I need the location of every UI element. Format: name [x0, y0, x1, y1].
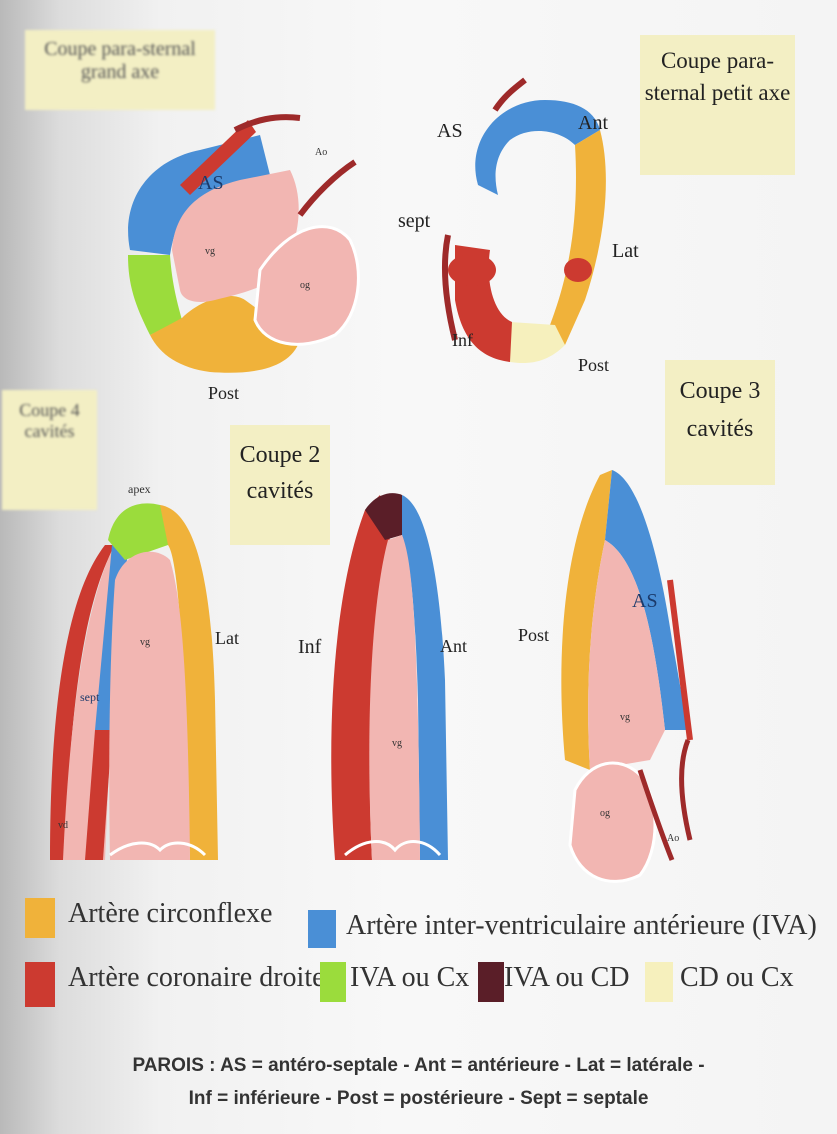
- legend-swatch-iva: [308, 910, 336, 948]
- psa-papillary-right: [564, 258, 592, 282]
- legend-swatch-circonflexe: [25, 898, 55, 938]
- legend-label-iva-cd: IVA ou CD: [504, 962, 630, 994]
- footer-line-2: Inf = inférieure - Post = postérieure - …: [0, 1088, 837, 1110]
- psa-label-post: Post: [578, 355, 609, 376]
- title-three-chamber-text: Coupe 3 cavités: [680, 378, 761, 442]
- fc-label-sept: sept: [80, 690, 99, 705]
- pla-coronary-vessel: [235, 117, 300, 130]
- tc-label-inf: Inf: [298, 636, 321, 659]
- title-parasternal-short: Coupe para-sternal petit axe: [640, 35, 795, 175]
- pla-label-og: og: [300, 280, 310, 291]
- psa-ring-cx: [550, 130, 606, 345]
- title-three-chamber: Coupe 3 cavités: [665, 360, 775, 485]
- pla-label-vg: vg: [205, 246, 215, 257]
- title-parasternal-short-text: Coupe para-sternal petit axe: [645, 48, 791, 105]
- legend-swatch-coronaire-droite: [25, 962, 55, 1007]
- title-parasternal-long-text: Coupe para-sternal grand axe: [44, 38, 196, 83]
- psa-label-as: AS: [437, 120, 463, 143]
- four-chamber-view: [50, 503, 218, 860]
- fc-lv-cavity: [109, 552, 190, 860]
- tc3-vessel-ao-2: [682, 740, 691, 840]
- legend-label-circonflexe: Artère circonflexe: [68, 898, 272, 930]
- tc-label-vg: vg: [392, 738, 402, 749]
- psa-label-lat: Lat: [612, 240, 639, 263]
- tc3-label-vg: vg: [620, 712, 630, 723]
- psa-label-ant: Ant: [578, 112, 608, 135]
- legend-swatch-iva-cd: [478, 962, 504, 1002]
- legend-label-cd-cx: CD ou Cx: [680, 962, 794, 994]
- psa-label-inf: Inf: [452, 330, 473, 351]
- legend-label-coronaire-droite: Artère coronaire droite: [68, 962, 325, 994]
- legend-swatch-iva-cx: [320, 962, 346, 1002]
- tc3-label-as: AS: [632, 590, 658, 613]
- fc-label-vg: vg: [140, 637, 150, 648]
- legend-label-iva: Artère inter-ventriculaire antérieure (I…: [346, 910, 817, 942]
- fc-label-lat: Lat: [215, 628, 239, 649]
- title-parasternal-long: Coupe para-sternal grand axe: [25, 30, 215, 110]
- pla-label-post: Post: [208, 383, 239, 404]
- legend-label-iva-cx: IVA ou Cx: [350, 962, 469, 994]
- fc-label-apex: apex: [128, 482, 151, 497]
- psa-papillary-left: [448, 254, 496, 286]
- tc3-label-ao: Ao: [667, 833, 679, 844]
- fc-label-vd: vd: [58, 820, 68, 831]
- pla-label-as: AS: [198, 172, 224, 195]
- footer-line-1: PAROIS : AS = antéro-septale - Ant = ant…: [0, 1055, 837, 1077]
- psa-vessel-sept: [445, 235, 455, 340]
- title-four-chamber-text: Coupe 4 cavités: [19, 400, 80, 441]
- title-four-chamber: Coupe 4 cavités: [2, 390, 97, 510]
- psa-label-sept: sept: [398, 210, 430, 233]
- three-chamber-view: [561, 470, 690, 881]
- pla-label-ao: Ao: [315, 147, 327, 158]
- title-two-chamber: Coupe 2 cavités: [230, 425, 330, 545]
- title-two-chamber-text: Coupe 2 cavités: [240, 442, 321, 504]
- legend-swatch-cd-cx: [645, 962, 673, 1002]
- tc3-label-post: Post: [518, 625, 549, 646]
- tc-label-ant: Ant: [440, 636, 467, 657]
- two-chamber-view: [331, 493, 448, 860]
- tc3-label-og: og: [600, 808, 610, 819]
- pla-aorta-vessel: [300, 162, 355, 215]
